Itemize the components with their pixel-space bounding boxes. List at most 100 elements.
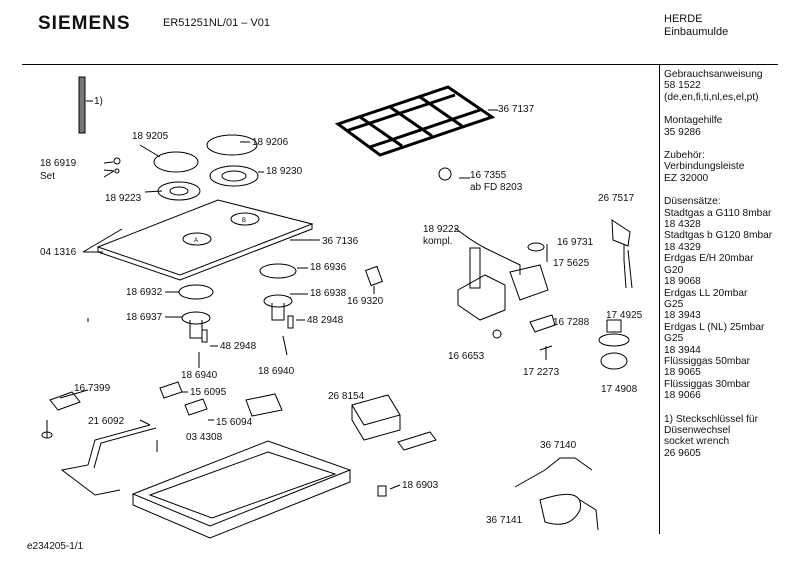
sidebar-line: Zubehör: xyxy=(664,150,705,162)
pan-support-grate xyxy=(334,85,496,157)
label-186940-left: 18 6940 xyxy=(181,370,218,381)
appliance-type-line1: HERDE xyxy=(664,13,703,25)
socket-wrench xyxy=(78,76,86,134)
label-041316: 04 1316 xyxy=(40,247,77,258)
sidebar-line: Montagehilfe xyxy=(664,115,723,127)
sidebar-line: Erdgas L (NL) 25mbar xyxy=(664,321,765,333)
label-166653: 16 6653 xyxy=(448,351,485,362)
sidebar-line: socket wrench xyxy=(664,436,730,448)
sidebar-line: Gebrauchsanweisung xyxy=(664,69,763,80)
label-174925: 17 4925 xyxy=(606,310,643,321)
label-367136: 36 7136 xyxy=(322,236,359,247)
sidebar-line: Verbindungsleiste xyxy=(664,161,745,173)
gas-pipe xyxy=(60,424,151,496)
sidebar-line: Stadtgas b G120 8mbar xyxy=(664,230,773,242)
gasket-ring-small xyxy=(178,284,214,300)
ignition-plug xyxy=(364,265,384,287)
label-189230: 18 9230 xyxy=(266,166,303,177)
burner-cap-large xyxy=(206,134,258,156)
burner-cap-small xyxy=(153,151,199,173)
label-186940-right: 18 6940 xyxy=(258,366,295,377)
label-186937: 18 6937 xyxy=(126,312,163,323)
burner-crown-small xyxy=(157,181,201,201)
sidebar-line: Stadtgas a G110 8mbar xyxy=(664,207,772,219)
sidebar-line: 58 1522 xyxy=(664,80,701,92)
model-number: ER51251NL/01 – V01 xyxy=(163,17,271,29)
label-482948-right: 48 2948 xyxy=(307,315,344,326)
sidebar-line: G25 xyxy=(664,298,684,310)
base-tray xyxy=(131,440,352,539)
label-186938: 18 6938 xyxy=(310,288,347,299)
appliance-type-line2: Einbaumulde xyxy=(664,26,729,38)
gasket-ring-large xyxy=(259,263,297,279)
label-156095: 15 6095 xyxy=(190,387,227,398)
sidebar-line: Flüssiggas 30mbar xyxy=(664,378,751,390)
sidebar-line: Erdgas LL 20mbar xyxy=(664,287,748,299)
label-175625: 17 5625 xyxy=(553,258,590,269)
label-189205: 18 9205 xyxy=(132,131,169,142)
label-186903: 18 6903 xyxy=(402,480,439,491)
sidebar-line: (de,en,fi,ti,nl,es,el,pt) xyxy=(664,91,759,103)
thermocouple-wire xyxy=(539,493,581,525)
label-167355: 16 7355 xyxy=(470,170,507,181)
label-267517: 26 7517 xyxy=(598,193,635,204)
sidebar-line: G25 xyxy=(664,333,684,345)
gas-valve xyxy=(454,227,549,321)
label-kompl: kompl. xyxy=(423,236,453,247)
brand-logo: SIEMENS xyxy=(38,13,131,34)
burner-crown-large xyxy=(209,165,259,187)
label-268154: 26 8154 xyxy=(328,391,365,402)
label-367141: 36 7141 xyxy=(486,515,523,526)
sidebar-line: 18 9065 xyxy=(664,367,701,379)
sidebar-divider xyxy=(659,64,660,534)
label-482948-left: 48 2948 xyxy=(220,341,257,352)
sidebar-line: 18 3943 xyxy=(664,310,701,322)
control-knob xyxy=(600,352,628,370)
label-167288: 16 7288 xyxy=(553,317,590,328)
label-167399: 16 7399 xyxy=(74,383,111,394)
label-186919: 18 6919 xyxy=(40,158,77,169)
control-knob-ring xyxy=(598,333,630,347)
label-172273: 17 2273 xyxy=(523,367,560,378)
label-034308: 03 4308 xyxy=(186,432,223,443)
sidebar-line: 18 9068 xyxy=(664,276,701,288)
sidebar-line: 35 9286 xyxy=(664,126,701,138)
ignition-wire xyxy=(514,457,593,488)
label-set: Set xyxy=(40,171,56,182)
power-plug xyxy=(611,219,631,247)
sidebar-line: 1) Steckschlüssel für xyxy=(664,413,758,425)
label-367140: 36 7140 xyxy=(540,440,577,451)
svg-text:A: A xyxy=(194,238,198,244)
label-189222: 18 9222 xyxy=(423,224,460,235)
label-169731: 16 9731 xyxy=(557,237,594,248)
sidebar-line: 18 3944 xyxy=(664,344,701,356)
label-169320: 16 9320 xyxy=(347,296,384,307)
sidebar-line: 18 4329 xyxy=(664,241,701,253)
label-footnote-1: 1) xyxy=(94,96,103,107)
bracket xyxy=(49,391,81,411)
sidebar-line: EZ 32000 xyxy=(664,172,709,184)
label-174908: 17 4908 xyxy=(601,384,638,395)
document-id: e234205-1/1 xyxy=(27,541,84,552)
sidebar-line: 26 9605 xyxy=(664,447,701,459)
sidebar-line: Düsenwechsel xyxy=(664,424,731,436)
sidebar-line: 18 9066 xyxy=(664,390,701,402)
sidebar-line: Flüssiggas 50mbar xyxy=(664,355,751,367)
label-abfd8203: ab FD 8203 xyxy=(470,182,523,193)
header-divider xyxy=(22,64,778,65)
svg-text:B: B xyxy=(242,218,246,224)
label-189223: 18 9223 xyxy=(105,193,142,204)
label-189206: 18 9206 xyxy=(252,137,289,148)
cooktop-plate: A B xyxy=(96,199,320,281)
label-367137: 36 7137 xyxy=(498,104,535,115)
sidebar-line: Düsensätze: xyxy=(664,196,721,208)
appliance-type: HERDE Einbaumulde xyxy=(664,13,728,39)
label-156094: 15 6094 xyxy=(216,417,253,428)
label-186932: 18 6932 xyxy=(126,287,163,298)
sidebar-line: Erdgas E/H 20mbar xyxy=(664,253,754,265)
sidebar-line: G20 xyxy=(664,264,684,276)
label-216092: 21 6092 xyxy=(88,416,125,427)
sidebar-line: 18 4328 xyxy=(664,219,701,231)
